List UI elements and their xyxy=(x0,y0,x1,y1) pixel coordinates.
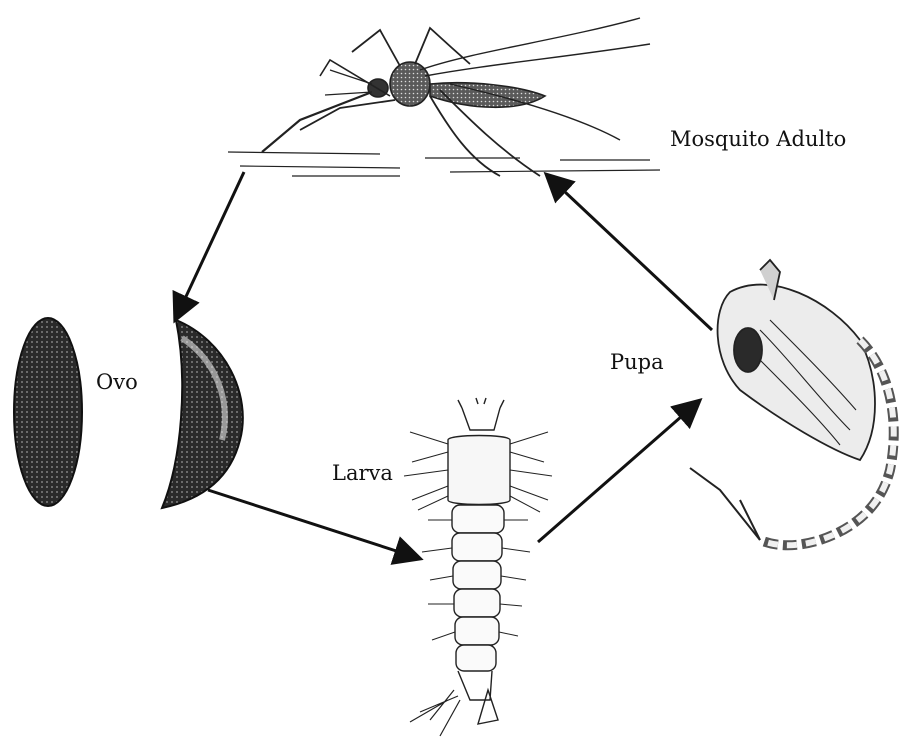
arrow-pupa-to-adult xyxy=(548,176,712,330)
egg-side-view xyxy=(162,320,243,508)
arrow-egg-to-larva xyxy=(208,490,418,558)
pupa-label: Pupa xyxy=(610,350,664,374)
larva-illustration xyxy=(404,398,552,736)
pupa-illustration xyxy=(690,260,894,545)
adult-mosquito-illustration xyxy=(228,18,660,176)
arrow-larva-to-pupa xyxy=(538,402,698,542)
egg-illustrations xyxy=(14,318,243,508)
adult-mosquito-label: Mosquito Adulto xyxy=(670,127,846,151)
egg-top-view xyxy=(14,318,82,506)
egg-label: Ovo xyxy=(96,370,138,394)
larva-label: Larva xyxy=(332,461,393,485)
arrow-adult-to-egg xyxy=(176,172,244,318)
